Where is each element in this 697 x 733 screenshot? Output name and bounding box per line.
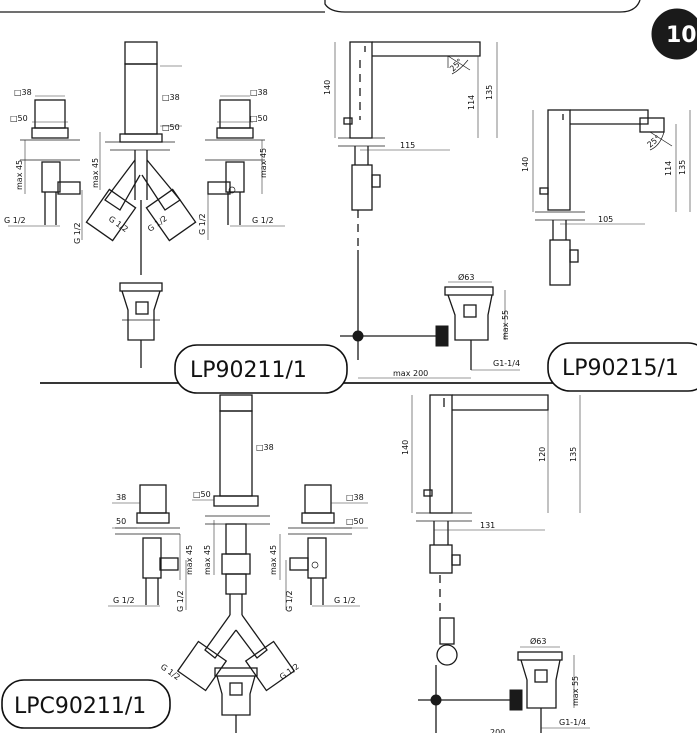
- dim-max45-center: max 45: [91, 158, 100, 188]
- dim-sq38-left: □38: [14, 88, 32, 97]
- model-label-lp90215: [547, 342, 697, 392]
- dim-h140-top: 140: [323, 80, 332, 95]
- center-spout: [85, 41, 197, 275]
- dim-angle-right: 25°: [646, 134, 663, 150]
- dim-max200-top: max 200: [393, 369, 428, 378]
- dim-max45-left: max 45: [15, 160, 24, 190]
- dim-h135-top: 135: [485, 85, 494, 100]
- dim-h140-bottom: 140: [401, 440, 410, 455]
- dim-g12-diag-right: G 1/2: [146, 214, 169, 234]
- dim-max200-bottom: 200: [490, 728, 505, 733]
- dim-sq38-center: □38: [162, 93, 180, 102]
- dim-g12-diag-left: G 1/2: [107, 214, 130, 234]
- dim-g12-vertical-left-bottom: G 1/2: [176, 590, 185, 612]
- dim-max45-left-bottom: max 45: [185, 545, 194, 575]
- model-code-lpc90211: LPC90211/1: [14, 694, 146, 719]
- dim-g12-left: G 1/2: [4, 216, 26, 225]
- dim-max55-top: max 55: [501, 310, 510, 340]
- dim-h135-bottom: 135: [569, 447, 578, 462]
- dim-g12-vertical-right: G 1/2: [198, 213, 207, 235]
- dim-g12-left-bottom: G 1/2: [113, 596, 135, 605]
- dim-h114-right: 114: [664, 161, 673, 176]
- dim-d50-left-bottom: 50: [116, 517, 126, 526]
- dim-g12-vertical-right-bottom: G 1/2: [285, 590, 294, 612]
- dim-sq50-center-bottom: □50: [193, 490, 211, 499]
- drawing-lp90215: [532, 109, 697, 392]
- model-code-lp90215: LP90215/1: [562, 356, 679, 381]
- dim-sq50-right: □50: [250, 114, 268, 123]
- drawing-lpc90211-front-view: [1, 394, 368, 733]
- dim-max45-right-bottom: max 45: [269, 545, 278, 575]
- dim-g12-vertical-left: G 1/2: [73, 222, 82, 244]
- dim-h114-top: 114: [467, 95, 476, 110]
- popup-waste: [119, 282, 163, 368]
- dim-max45-center-bottom: max 45: [203, 545, 212, 575]
- dim-g114-bottom: G1-1/4: [559, 718, 586, 727]
- dim-g12-right-bottom: G 1/2: [334, 596, 356, 605]
- header-frame: [0, 0, 641, 13]
- dim-reach131: 131: [480, 521, 495, 530]
- dim-sq38-center-bottom: □38: [256, 443, 274, 452]
- model-label-lpc90211: [1, 679, 171, 729]
- dim-max45-right: max 45: [259, 148, 268, 178]
- dim-g12-right: G 1/2: [252, 216, 274, 225]
- dim-g12-diag-left-bottom: G 1/2: [159, 662, 182, 682]
- drawing-lp90211-front-view: □38 □50 max 45 G 1/2 G 1/2 □38 □50 max 4…: [4, 41, 348, 394]
- dim-h120-bottom: 120: [538, 447, 547, 462]
- page-number-badge: 10: [651, 8, 697, 60]
- drawing-lpc90211-side-view: [411, 394, 590, 733]
- dim-reach115: 115: [400, 141, 415, 150]
- dim-h140-right: 140: [521, 157, 530, 172]
- dim-max55-bottom: max 55: [571, 676, 580, 706]
- dim-angle-top: 25°: [448, 57, 464, 73]
- left-valve: [8, 95, 83, 240]
- dim-h135-right: 135: [678, 160, 687, 175]
- dim-sq50-center: □50: [162, 123, 180, 132]
- page-number: 10: [666, 23, 697, 48]
- model-label-lp90211: [174, 344, 348, 394]
- dim-d63-bottom: Ø63: [530, 636, 546, 646]
- right-valve: [205, 95, 285, 240]
- dim-g114-top: G1-1/4: [493, 359, 520, 368]
- dim-sq50-left: □50: [10, 114, 28, 123]
- model-code-lp90211: LP90211/1: [190, 358, 307, 383]
- dim-sq38-right-bottom: □38: [346, 493, 364, 502]
- drawing-lp90211-side-view: [334, 41, 520, 379]
- dim-reach105: 105: [598, 215, 613, 224]
- dim-d63-top: Ø63: [458, 272, 474, 282]
- dim-sq38-right: □38: [250, 88, 268, 97]
- dim-d38-left-bottom: 38: [116, 493, 126, 502]
- dim-sq50-right-bottom: □50: [346, 517, 364, 526]
